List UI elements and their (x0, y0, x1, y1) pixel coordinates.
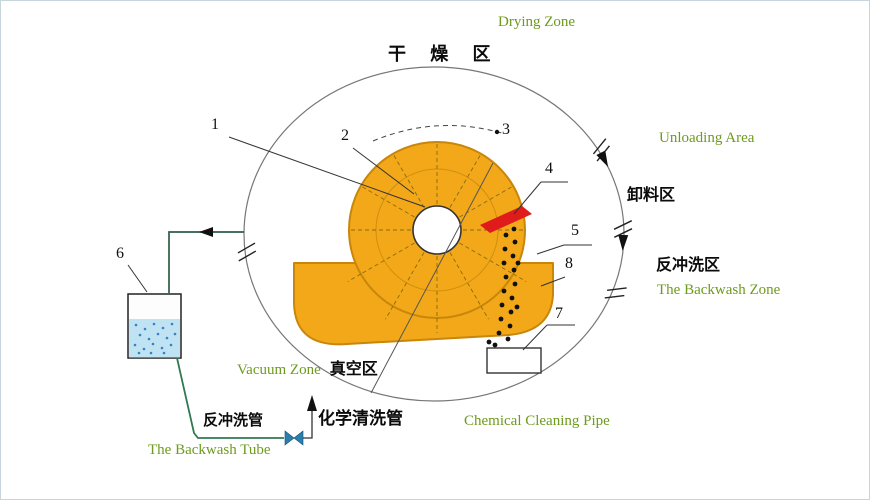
callout-1: 1 (211, 116, 219, 133)
chemical-pipe-lead-line (370, 162, 494, 394)
zone-boundary-ticks (237, 138, 633, 299)
pump-valve-icon (284, 430, 304, 446)
chemical-cleaning-pipe (303, 406, 313, 439)
vacuum-outlet-pipe (168, 231, 244, 293)
shaft-hub (412, 205, 462, 255)
discharge-scraper (480, 206, 532, 233)
callout-4: 4 (545, 160, 553, 177)
disc-sector-spokes (347, 142, 527, 333)
label-vacuum-zone-en: Vacuum Zone (237, 362, 321, 378)
callout-5: 5 (571, 222, 579, 239)
backwash-tube (176, 357, 284, 439)
callout-line-4 (513, 181, 542, 215)
label-vacuum-zone: Vacuum Zone 真空区 (237, 360, 378, 379)
label-backwash-tube-en: The Backwash Tube (148, 442, 271, 458)
label-unloading-area-en: Unloading Area (659, 130, 755, 146)
callout-7: 7 (555, 305, 563, 322)
callout-2: 2 (341, 127, 349, 144)
callout-dot-3 (494, 129, 500, 135)
chemical-pipe-arrow-up (307, 395, 317, 411)
flow-direction-arrow-left (199, 227, 213, 237)
callout-leader-lines (127, 136, 592, 351)
filtrate-liquid-dots (133, 322, 177, 355)
rotation-direction-arrows (596, 150, 629, 251)
label-unloading-area-cn: 卸料区 (627, 185, 676, 204)
callout-3: 3 (502, 121, 510, 138)
label-vacuum-zone-cn: 真空区 (329, 359, 378, 378)
label-chemical-pipe-cn: 化学清洗管 (318, 409, 403, 429)
callout-line-5 (536, 244, 565, 255)
callout-line-6 (127, 264, 148, 293)
callout-line-8 (540, 276, 566, 287)
callout-8: 8 (565, 255, 573, 272)
label-backwash-zone-en: The Backwash Zone (657, 282, 781, 298)
filtrate-liquid (129, 319, 180, 358)
callout-6: 6 (116, 245, 124, 262)
cake-collection-box (486, 347, 542, 374)
callout-line-2 (352, 147, 415, 195)
rotation-arc (372, 124, 506, 142)
label-backwash-tube-cn: 反冲洗管 (203, 411, 264, 429)
callout-line-1 (228, 136, 426, 208)
drum-outline (243, 66, 625, 402)
label-backwash-zone-cn: 反冲洗区 (656, 255, 721, 274)
label-chemical-pipe-en: Chemical Cleaning Pipe (464, 413, 610, 429)
label-drying-zone-cn: 干 燥 区 (388, 44, 500, 65)
label-drying-zone-en: Drying Zone (498, 14, 576, 30)
callout-line-7 (522, 324, 548, 351)
